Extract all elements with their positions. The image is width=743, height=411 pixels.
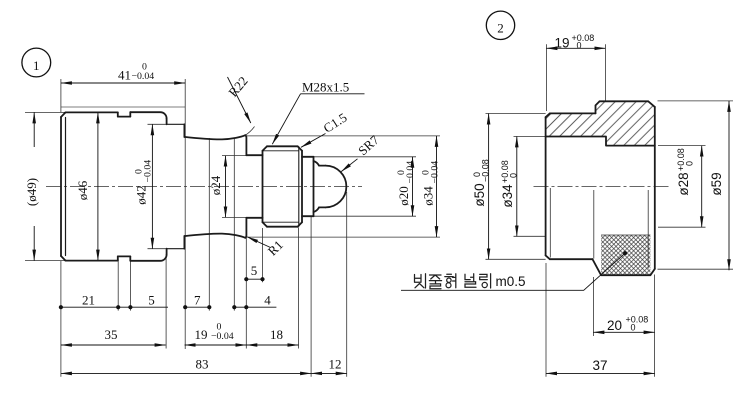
- svg-text:ø59: ø59: [709, 172, 724, 195]
- svg-text:4: 4: [264, 292, 271, 307]
- svg-text:ø28: ø28: [676, 172, 691, 195]
- svg-text:m0.5: m0.5: [496, 274, 526, 289]
- svg-text:18: 18: [270, 327, 283, 342]
- svg-text:+0.08: +0.08: [500, 160, 510, 183]
- svg-text:−0.04: −0.04: [211, 331, 234, 342]
- svg-text:+0.08: +0.08: [572, 33, 595, 43]
- svg-text:ø20: ø20: [396, 186, 411, 206]
- svg-text:0: 0: [631, 323, 636, 333]
- svg-text:41: 41: [118, 68, 131, 83]
- svg-text:0: 0: [509, 173, 519, 178]
- svg-text:2: 2: [497, 21, 504, 36]
- svg-text:0: 0: [396, 170, 407, 175]
- svg-text:0: 0: [577, 41, 582, 51]
- svg-text:ø42: ø42: [134, 185, 149, 205]
- svg-text:19: 19: [195, 327, 208, 342]
- svg-text:1: 1: [33, 58, 40, 73]
- svg-text:−0.04: −0.04: [405, 161, 416, 184]
- svg-text:83: 83: [196, 357, 209, 372]
- svg-text:+0.08: +0.08: [626, 315, 649, 325]
- svg-text:+0.08: +0.08: [676, 148, 686, 171]
- svg-text:12: 12: [329, 357, 342, 372]
- svg-text:ø34: ø34: [500, 184, 515, 208]
- svg-text:ø46: ø46: [75, 180, 90, 200]
- svg-text:21: 21: [82, 292, 95, 307]
- svg-text:37: 37: [592, 358, 607, 373]
- svg-text:0: 0: [420, 170, 431, 175]
- svg-text:0: 0: [133, 169, 144, 174]
- svg-text:ø50: ø50: [472, 183, 487, 206]
- svg-text:ø34: ø34: [421, 186, 436, 206]
- svg-text:ø24: ø24: [208, 175, 223, 195]
- svg-text:0: 0: [472, 172, 482, 177]
- svg-text:−0.04: −0.04: [142, 160, 153, 183]
- svg-text:M28x1.5: M28x1.5: [302, 80, 349, 95]
- svg-text:0: 0: [142, 62, 147, 73]
- svg-text:35: 35: [105, 327, 118, 342]
- svg-text:0: 0: [217, 321, 222, 332]
- svg-text:7: 7: [194, 292, 201, 307]
- svg-text:5: 5: [148, 292, 155, 307]
- svg-text:−0.08: −0.08: [481, 159, 491, 182]
- svg-text:5: 5: [251, 263, 258, 278]
- svg-text:20: 20: [607, 318, 622, 333]
- svg-text:−0.04: −0.04: [132, 71, 155, 82]
- svg-text:19: 19: [554, 35, 569, 50]
- svg-text:(ø49): (ø49): [24, 178, 39, 206]
- svg-text:−0.04: −0.04: [429, 161, 440, 184]
- svg-text:0: 0: [685, 161, 695, 166]
